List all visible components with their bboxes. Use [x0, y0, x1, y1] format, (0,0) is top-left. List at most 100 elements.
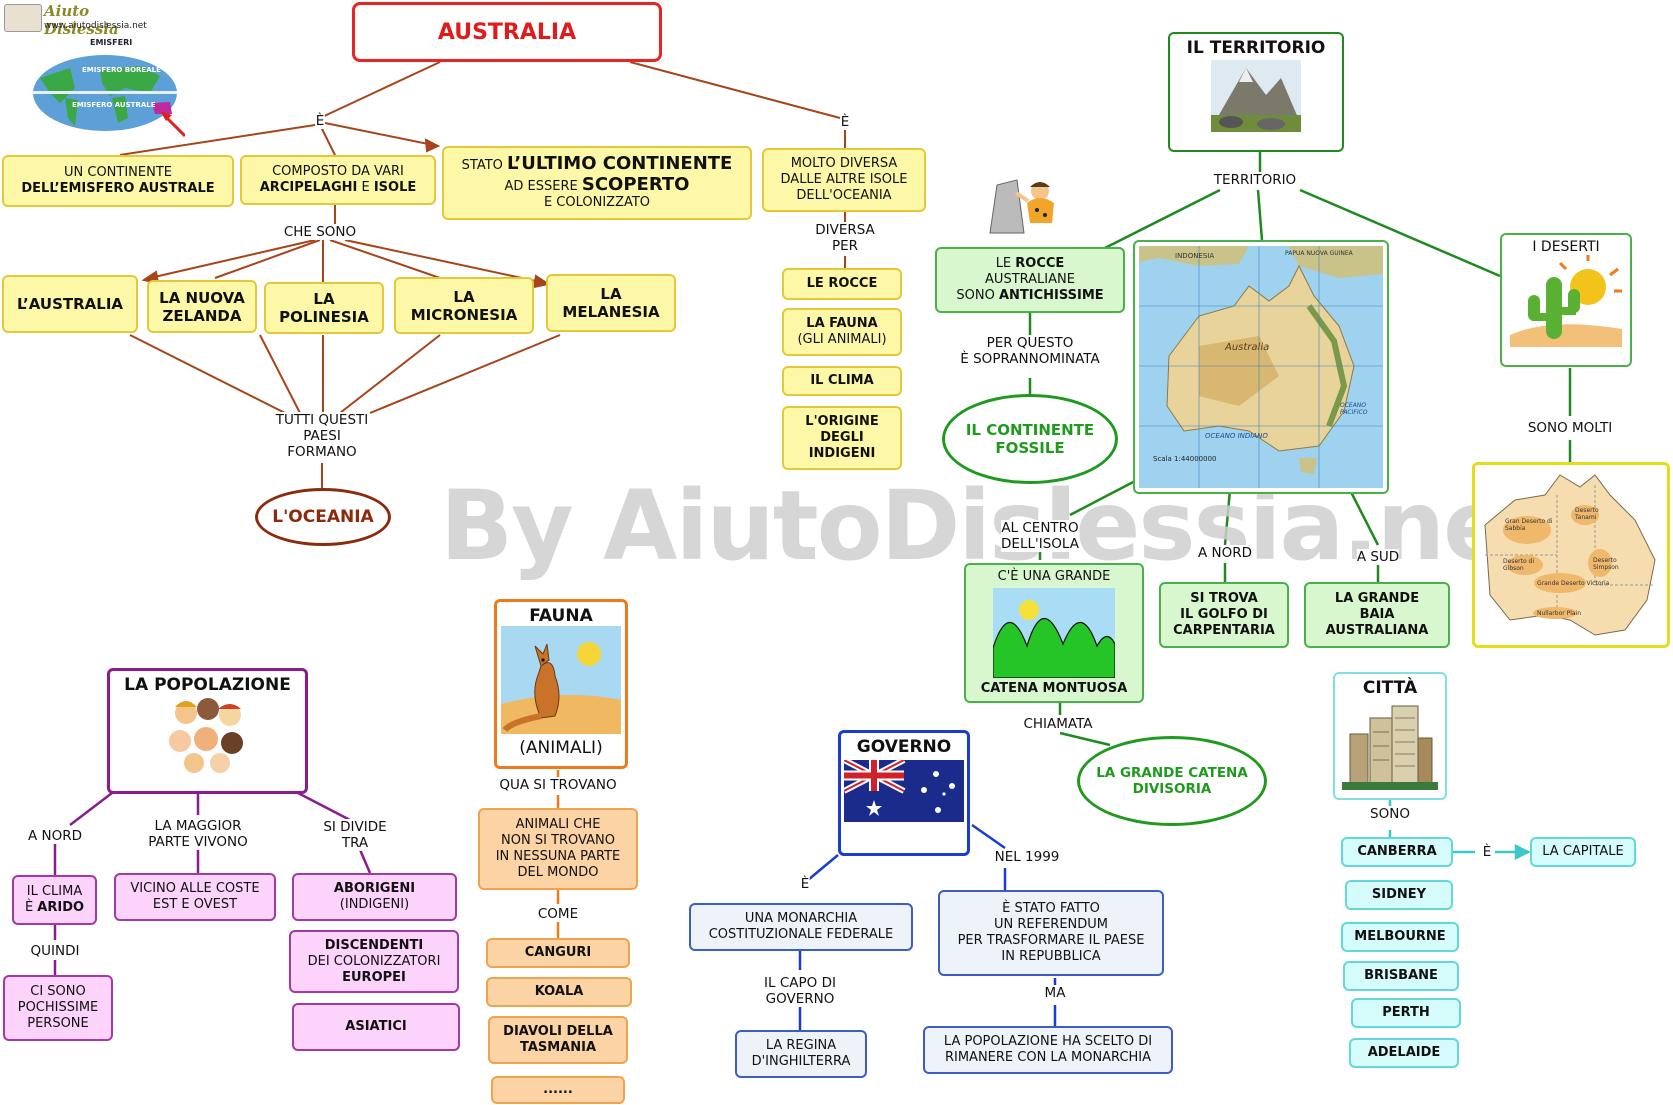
cactus-desert-icon: [1510, 255, 1622, 347]
come-label: COME: [537, 906, 579, 922]
city-adelaide: ADELAIDE: [1349, 1038, 1459, 1068]
nel-1999-label: NEL 1999: [994, 849, 1060, 865]
fauna-etc: ......: [491, 1076, 625, 1104]
map-label-pacifico: OCEANO PACIFICO: [1340, 402, 1368, 416]
mountains-icon: [993, 588, 1115, 678]
chiamata-label: CHIAMATA: [1023, 716, 1093, 732]
territorio-frame: IL TERRITORIO: [1168, 32, 1344, 152]
quindi-label: QUINDI: [30, 943, 80, 959]
a-sud-label: A SUD: [1356, 549, 1400, 565]
che-sono-label: CHE SONO: [283, 224, 357, 240]
def2-line2: ARCIPELAGHI E ISOLE: [259, 180, 417, 195]
logo-url: www.aiutodislessia.net: [44, 21, 147, 31]
oceania-node: L'OCEANIA: [255, 488, 391, 546]
catena-bottom-text: CATENA MONTUOSA: [980, 681, 1128, 696]
governo-frame: GOVERNO: [838, 730, 970, 856]
fauna-title: FAUNA: [529, 606, 593, 626]
sono-molti-label: SONO MOLTI: [1527, 420, 1613, 436]
rocce-antichissime: LE ROCCE AUSTRALIANE SONO ANTICHISSIME: [935, 247, 1125, 313]
map-north-label: EMISFERO BOREALE: [82, 66, 161, 74]
desert-simpson: Deserto Simpson: [1593, 557, 1619, 571]
country-polinesia: LA POLINESIA: [264, 282, 384, 334]
territorio-title: IL TERRITORIO: [1186, 38, 1326, 58]
main-title: AUSTRALIA: [352, 2, 662, 62]
def4-line2: DALLE ALTRE ISOLE: [780, 172, 908, 187]
country-nuova-zelanda: LA NUOVA ZELANDA: [147, 280, 257, 333]
desert-victoria: Grande Deserto Victoria: [1537, 580, 1610, 587]
logo-text: Aiuto Dislessia: [44, 2, 119, 38]
citta-title: CITTÀ: [1362, 678, 1418, 698]
map-label-indiano: OCEANO INDIANO: [1205, 432, 1268, 440]
rocce-line2: AUSTRALIANE: [985, 272, 1075, 287]
country-melanesia: LA MELANESIA: [546, 274, 676, 332]
definition-diversa: MOLTO DIVERSA DALLE ALTRE ISOLE DELL'OCE…: [762, 148, 926, 212]
popolazione-frame: LA POPOLAZIONE: [107, 668, 308, 794]
desert-tanami: Deserto Tanami: [1575, 507, 1599, 521]
map-label-indonesia: INDONESIA: [1175, 252, 1215, 260]
diff-fauna: LA FAUNA(GLI ANIMALI): [782, 308, 902, 356]
australia-deserts-map: [1484, 474, 1656, 636]
caveman-icon: [989, 179, 1054, 234]
citta-sono-label: SONO: [1370, 806, 1410, 822]
catena-montuosa: C'È UNA GRANDE CATENA MONTUOSA: [964, 563, 1144, 703]
fauna-frame: FAUNA (ANIMALI): [494, 599, 628, 769]
australia-physical-map: [1139, 246, 1383, 488]
governo-e-label: È: [800, 876, 810, 892]
def3-line2: AD ESSERE SCOPERTO: [504, 173, 690, 195]
deserti-frame: I DESERTI: [1500, 233, 1632, 367]
australia-flag-icon: [844, 760, 964, 822]
pop-a-nord-label: A NORD: [27, 828, 83, 844]
def4-line1: MOLTO DIVERSA: [790, 156, 898, 171]
fauna-koala: KOALA: [486, 977, 632, 1007]
site-logo[interactable]: Aiuto Dislessia www.aiutodislessia.net: [4, 2, 154, 38]
catena-top-text: C'È UNA GRANDE: [997, 569, 1111, 584]
definition-continent: UN CONTINENTE DELL’EMISFERO AUSTRALE: [2, 155, 234, 207]
clima-arido: IL CLIMA È ARIDO: [12, 875, 97, 925]
qua-si-trovano-label: QUA SI TROVANO: [499, 777, 617, 793]
city-perth: PERTH: [1351, 998, 1461, 1028]
def4-line3: DELL'OCEANIA: [796, 188, 892, 203]
city-brisbane: BRISBANE: [1343, 961, 1459, 991]
book-logo-icon: [4, 4, 42, 32]
def3-line3: E COLONIZZATO: [543, 194, 651, 210]
desert-gibson: Deserto di Gibson: [1503, 558, 1535, 572]
city-buildings-icon: [1342, 705, 1438, 790]
governo-title: GOVERNO: [856, 737, 952, 757]
desert-sabbia: Gran Deserto di Sabbia: [1505, 518, 1553, 532]
world-map-icon: [33, 55, 185, 138]
citta-e-label: È: [1482, 844, 1492, 860]
def1-line1: UN CONTINENTE: [64, 165, 172, 180]
deserti-title: I DESERTI: [1532, 239, 1600, 255]
city-canberra: CANBERRA: [1341, 837, 1453, 867]
city-melbourne: MELBOURNE: [1341, 922, 1459, 952]
definition-ultimo: STATO L’ULTIMO CONTINENTE AD ESSERE SCOP…: [442, 146, 752, 220]
rocce-line3: SONO ANTICHISSIME: [956, 288, 1104, 303]
kangaroo-icon: [501, 626, 621, 734]
definition-composto: COMPOSTO DA VARI ARCIPELAGHI E ISOLE: [240, 155, 436, 205]
hemispheres-map: EMISFERI EMISFERO BOREALE EMISFERO AUSTR…: [30, 38, 185, 138]
popolazione-title: LA POPOLAZIONE: [124, 675, 291, 695]
map-label-papua: PAPUA NUOVA GUINEA: [1285, 250, 1353, 257]
australia-map-frame: INDONESIA PAPUA NUOVA GUINEA Australia O…: [1133, 240, 1389, 494]
fauna-canguri: CANGURI: [486, 938, 630, 968]
link-e-left: È: [315, 113, 325, 129]
city-sidney: SIDNEY: [1345, 880, 1453, 910]
desert-nullarbor: Nullarbor Plain: [1537, 610, 1582, 617]
